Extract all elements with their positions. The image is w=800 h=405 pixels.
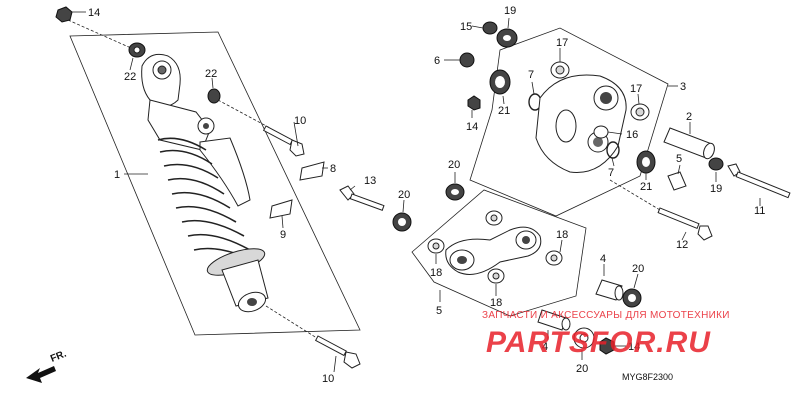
callout-14[interactable]: 14 (88, 7, 100, 19)
callout-10[interactable]: 10 (294, 115, 306, 127)
part-9-label[interactable] (269, 199, 293, 219)
part-4-lower-collar[interactable] (537, 309, 571, 331)
diagram-code: MYG8F2300 (622, 372, 673, 382)
front-direction-arrow: FR. (26, 348, 68, 383)
part-18-collar-top[interactable] (485, 210, 503, 226)
callout-9[interactable]: 9 (280, 229, 286, 241)
callout-22[interactable]: 22 (205, 68, 217, 80)
part-17-upper-collar[interactable] (550, 61, 570, 79)
callout-19[interactable]: 19 (710, 183, 722, 195)
callout-19[interactable]: 19 (504, 5, 516, 17)
callout-6[interactable]: 6 (434, 55, 440, 67)
callout-3[interactable]: 3 (680, 81, 686, 93)
spare-parts-group (573, 264, 642, 360)
shock-body[interactable] (141, 53, 269, 315)
part-5-cap[interactable] (667, 171, 687, 191)
callout-15[interactable]: 15 (460, 21, 472, 33)
callout-1[interactable]: 1 (114, 169, 120, 181)
callout-14[interactable]: 14 (466, 121, 478, 133)
callout-8[interactable]: 8 (330, 163, 336, 175)
link-frame (411, 189, 587, 317)
callout-14[interactable]: 14 (628, 341, 640, 353)
callout-7[interactable]: 7 (608, 167, 614, 179)
callout-7[interactable]: 7 (528, 69, 534, 81)
watermark-tagline: ЗАПЧАСТИ И АКСЕССУАРЫ ДЛЯ МОТОТЕХНИКИ (482, 310, 730, 321)
shock-frame (69, 31, 361, 336)
callout-11[interactable]: 11 (754, 205, 765, 217)
callout-17[interactable]: 17 (556, 37, 568, 49)
callout-10[interactable]: 10 (322, 373, 334, 385)
callout-2[interactable]: 2 (686, 111, 692, 123)
callout-4[interactable]: 4 (542, 341, 548, 353)
shock-arm-body[interactable] (535, 74, 627, 173)
direction-label: FR. (49, 348, 68, 364)
callout-13[interactable]: 13 (364, 175, 376, 187)
callout-5[interactable]: 5 (676, 153, 682, 165)
link-group (339, 172, 587, 340)
part-21-lower-bearing[interactable] (636, 150, 656, 174)
part-10-lower-bolt[interactable] (314, 335, 361, 369)
part-17-right-collar[interactable] (630, 103, 650, 121)
callout-18[interactable]: 18 (490, 297, 502, 309)
callout-17[interactable]: 17 (630, 83, 642, 95)
callout-18[interactable]: 18 (430, 267, 442, 279)
part-20-right-washer[interactable] (622, 288, 642, 308)
watermark-brand: PARTSFOR.RU (486, 326, 711, 359)
callout-numbers: 14 22 22 1 10 8 9 13 20 10 15 19 6 17 7 … (88, 5, 765, 385)
part-10-upper-bolt[interactable] (262, 125, 305, 157)
part-7-lower-circlip[interactable] (606, 141, 620, 159)
part-22-upper-bush[interactable] (128, 42, 146, 58)
part-14-top-nut[interactable] (55, 6, 73, 23)
part-14-arm-nut[interactable] (467, 95, 481, 111)
part-20-upper-washer[interactable] (445, 183, 465, 201)
link-rod-body[interactable] (445, 226, 542, 275)
callout-12[interactable]: 12 (676, 239, 688, 251)
callout-21[interactable]: 21 (498, 105, 510, 117)
part-21-upper-bearing[interactable] (489, 69, 511, 95)
shock-arm-group (444, 17, 791, 241)
part-22-side-bush[interactable] (207, 88, 221, 104)
arm-frame (469, 27, 669, 217)
part-18-collar-bottom[interactable] (487, 268, 505, 284)
part-13-bolt[interactable] (339, 185, 385, 211)
part-16-bush[interactable] (593, 125, 609, 139)
callout-20[interactable]: 20 (632, 263, 644, 275)
callout-5[interactable]: 5 (436, 305, 442, 317)
part-19-lower-bush[interactable] (708, 157, 724, 171)
callout-20[interactable]: 20 (576, 363, 588, 375)
callout-20[interactable]: 20 (448, 159, 460, 171)
callout-16[interactable]: 16 (626, 129, 638, 141)
part-2-collar[interactable] (663, 127, 716, 160)
part-14-bottom-nut[interactable] (599, 337, 615, 355)
part-12-bolt[interactable] (657, 207, 713, 241)
callout-21[interactable]: 21 (640, 181, 652, 193)
part-20-left-washer[interactable] (392, 212, 412, 232)
part-18-collar-right[interactable] (545, 250, 563, 266)
part-15-dust-cap[interactable] (482, 21, 498, 35)
part-4-collar[interactable] (595, 279, 624, 301)
part-11-bolt[interactable] (727, 163, 791, 199)
callout-4[interactable]: 4 (600, 253, 606, 265)
part-19-top-bush[interactable] (496, 28, 518, 48)
part-6-seal[interactable] (459, 52, 475, 68)
callout-22[interactable]: 22 (124, 71, 136, 83)
callout-18[interactable]: 18 (556, 229, 568, 241)
callout-20[interactable]: 20 (398, 189, 410, 201)
part-20-bottom-washer[interactable] (573, 327, 595, 349)
part-18-collar-left[interactable] (427, 238, 445, 254)
part-8-label[interactable] (299, 161, 325, 181)
watermark: ЗАПЧАСТИ И АКСЕССУАРЫ ДЛЯ МОТОТЕХНИКИ PA… (482, 310, 730, 359)
shock-absorber-group (55, 6, 361, 373)
